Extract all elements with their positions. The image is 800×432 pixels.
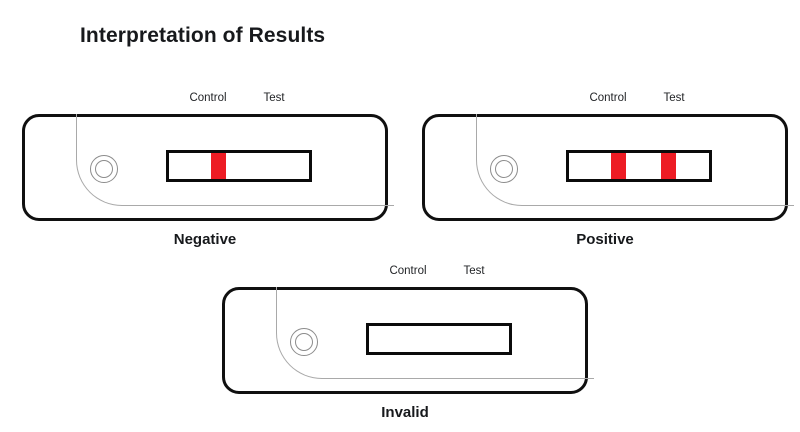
result-window <box>366 323 512 355</box>
sample-well-icon <box>290 328 318 356</box>
device-invalid: Control Test Invalid <box>222 265 594 421</box>
device-positive: Control Test Positive <box>422 92 794 248</box>
test-label: Test <box>263 92 285 104</box>
test-label: Test <box>463 265 485 277</box>
strip-label-row: Control Test <box>422 92 794 112</box>
result-window <box>166 150 312 182</box>
device-caption-negative: Negative <box>173 231 237 248</box>
sample-well-icon <box>490 155 518 183</box>
sample-well-icon <box>90 155 118 183</box>
result-window <box>566 150 712 182</box>
control-label: Control <box>189 92 227 104</box>
page-title: Interpretation of Results <box>80 24 326 47</box>
control-label: Control <box>389 265 427 277</box>
cassette-body <box>222 287 594 394</box>
test-label: Test <box>663 92 685 104</box>
control-label: Control <box>589 92 627 104</box>
result-band-control <box>611 153 626 179</box>
device-caption-invalid: Invalid <box>381 404 429 421</box>
strip-label-row: Control Test <box>222 265 594 285</box>
device-negative: Control Test Negative <box>22 92 394 248</box>
result-band-control <box>211 153 226 179</box>
strip-label-row: Control Test <box>22 92 394 112</box>
result-band-test <box>661 153 677 179</box>
device-caption-positive: Positive <box>576 231 634 248</box>
cassette-body <box>22 114 394 221</box>
cassette-body <box>422 114 794 221</box>
